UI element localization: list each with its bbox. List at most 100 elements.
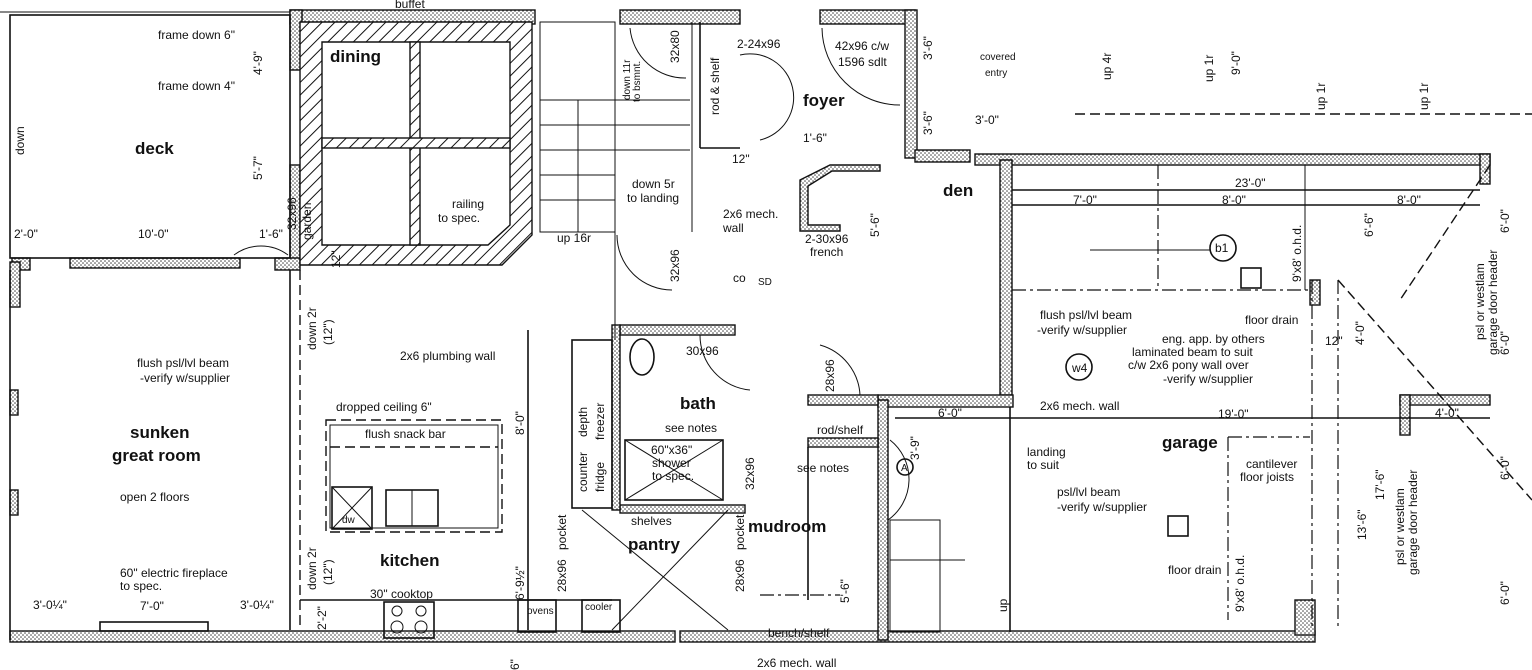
label: psl/lvl beam: [1057, 485, 1120, 499]
marker-w4: w4: [1071, 361, 1088, 375]
label: railing: [452, 197, 484, 211]
label: up 1r: [1417, 83, 1431, 110]
label: 28x96: [555, 559, 569, 592]
label: down 5r: [632, 177, 675, 191]
label: 30" cooktop: [370, 587, 433, 601]
dimension: 9'-0": [1229, 51, 1243, 75]
label: to spec.: [438, 211, 480, 225]
label: flush psl/lvl beam: [1040, 308, 1132, 322]
label: up 16r: [557, 231, 591, 245]
label: c/w 2x6 pony wall over: [1128, 358, 1249, 372]
dimension: 23'-0": [1235, 176, 1266, 190]
label: 2x6 plumbing wall: [400, 349, 495, 363]
annotations: buffet frame down 6" frame down 4" 2'-0"…: [14, 0, 1459, 670]
label: pocket: [555, 514, 569, 550]
label: up: [996, 598, 1010, 612]
label: to bsmnt.: [632, 61, 643, 102]
label: dw: [342, 515, 356, 526]
dimension: 12": [732, 152, 750, 166]
label: depth: [576, 407, 590, 437]
room-den: den: [943, 181, 973, 200]
label: 32x80: [668, 30, 682, 63]
label: 2x6 mech. wall: [757, 656, 836, 670]
label: buffet: [395, 0, 425, 11]
label: freezer: [593, 403, 607, 440]
label: french: [810, 245, 843, 259]
label: down 2r: [305, 307, 319, 350]
room-bath: bath: [680, 394, 716, 413]
label: to landing: [627, 191, 679, 205]
label: 60" electric fireplace: [120, 566, 228, 580]
dimension: 5'-6": [838, 579, 852, 603]
vertical-annotations: down 4'-9" 5'-7" 32x96 garden 12" down 1…: [13, 30, 1512, 670]
dimension: 6": [508, 659, 522, 670]
dimension: 6'-6": [1362, 213, 1376, 237]
dimension: 5'-6": [868, 213, 882, 237]
dimension: 6'-0": [1498, 331, 1512, 355]
label: garden: [300, 203, 314, 240]
label: 28x96: [823, 359, 837, 392]
dimension: 3'-6": [921, 36, 935, 60]
label: (12"): [321, 319, 335, 345]
room-pantry: pantry: [628, 535, 681, 554]
label: -verify w/supplier: [140, 371, 230, 385]
room-great-room: great room: [112, 446, 201, 465]
label: up 1r: [1314, 83, 1328, 110]
room-garage: garage: [1162, 433, 1218, 452]
dimension: 10'-0": [138, 227, 169, 241]
label: 32x96: [668, 249, 682, 282]
label: to spec.: [120, 579, 162, 593]
dimension: 12": [329, 250, 343, 268]
label: garage door header: [1406, 470, 1420, 575]
label: down 2r: [305, 547, 319, 590]
room-sunken: sunken: [130, 423, 190, 442]
dimension: 6'-0": [1498, 456, 1512, 480]
label: -verify w/supplier: [1057, 500, 1147, 514]
room-deck: deck: [135, 139, 174, 158]
dimension: 3'-0¼": [33, 598, 67, 612]
dimension: 5'-7": [251, 156, 265, 180]
dimension: 6'-9½": [513, 566, 527, 600]
dimension: 2'-2": [315, 606, 329, 630]
label: see notes: [797, 461, 849, 475]
label: frame down 6": [158, 28, 235, 42]
label: floor drain: [1168, 563, 1221, 577]
dimension: 17'-6": [1373, 469, 1387, 500]
label: open 2 floors: [120, 490, 189, 504]
label: 30x96: [686, 344, 719, 358]
label: entry: [985, 68, 1007, 79]
dimension: 6'-0": [1498, 581, 1512, 605]
dimension: 6'-0": [1498, 209, 1512, 233]
room-mudroom: mudroom: [748, 517, 826, 536]
dimension: 6'-0": [938, 406, 962, 420]
label: rod & shelf: [708, 57, 722, 115]
dimension: 4'-0": [1435, 406, 1459, 420]
label: eng. app. by others: [1162, 332, 1265, 346]
label: ovens: [527, 606, 554, 617]
label: garage door header: [1486, 250, 1500, 355]
dimension: 1'-6": [259, 227, 283, 241]
label: 28x96: [733, 559, 747, 592]
room-dining: dining: [330, 47, 381, 66]
label: co: [733, 271, 746, 285]
walls: [9, 9, 1491, 643]
label: flush snack bar: [365, 427, 446, 441]
dimension: 3'-6": [921, 111, 935, 135]
label: SD: [758, 277, 772, 288]
label: -verify w/supplier: [1037, 323, 1127, 337]
label: 2-24x96: [737, 37, 781, 51]
label: 42x96 c/w: [835, 39, 889, 53]
label: to suit: [1027, 458, 1060, 472]
marker-a: A: [901, 463, 908, 474]
label: up 4r: [1100, 53, 1114, 80]
label: shelves: [631, 514, 672, 528]
dimension: 1'-6": [803, 131, 827, 145]
label: 2x6 mech. wall: [1040, 399, 1119, 413]
label: cooler: [585, 602, 613, 613]
dimension: 4'-0": [1353, 321, 1367, 345]
dining-hatch: [299, 21, 533, 266]
label: 32x96: [743, 457, 757, 490]
label: rod/shelf: [817, 423, 864, 437]
dimension: 19'-0": [1218, 407, 1249, 421]
